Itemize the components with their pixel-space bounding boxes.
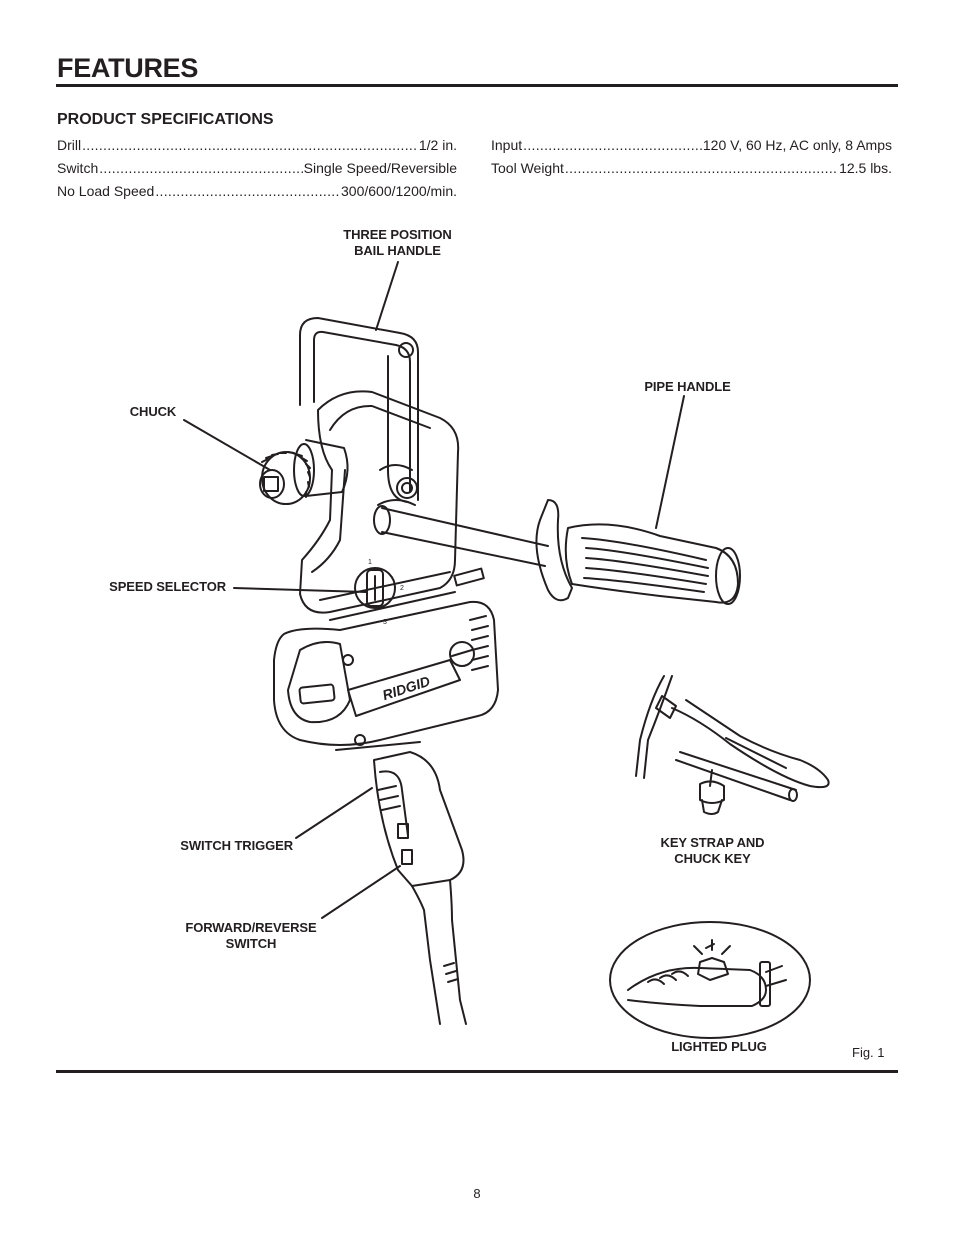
bottom-divider	[56, 1070, 898, 1073]
spec-name: Switch	[57, 160, 99, 176]
spec-list-right: Input 120 V, 60 Hz, AC only, 8 Amps Tool…	[491, 134, 892, 180]
page-title: FEATURES	[57, 53, 199, 83]
callout-switch-trigger: SWITCH TRIGGER	[180, 838, 293, 853]
grip-part	[373, 751, 467, 1025]
spec-value: Single Speed/Reversible	[303, 160, 457, 176]
figure-label: Fig. 1	[852, 1045, 885, 1060]
chuck-part	[259, 439, 349, 505]
leader-lines	[183, 261, 685, 919]
selector-mark: 1	[368, 559, 372, 566]
spec-row: Input 120 V, 60 Hz, AC only, 8 Amps	[491, 134, 892, 157]
spec-value: 120 V, 60 Hz, AC only, 8 Amps	[702, 137, 892, 153]
lighted-plug-part	[609, 921, 811, 1039]
selector-mark: 2	[400, 585, 404, 592]
spec-row: Drill 1/2 in.	[57, 134, 457, 157]
callout-lighted-plug: LIGHTED PLUG	[671, 1039, 767, 1054]
motor-housing-part	[273, 600, 499, 751]
callout-line: BAIL HANDLE	[354, 243, 441, 258]
callout-line: FORWARD/REVERSE	[185, 920, 317, 935]
callout-chuck: CHUCK	[129, 404, 177, 419]
spec-name: Drill	[57, 137, 82, 153]
callout-speed-selector: SPEED SELECTOR	[109, 579, 226, 594]
spec-name: Tool Weight	[491, 160, 564, 176]
speed-selector-part	[354, 567, 396, 609]
spec-row: No Load Speed 300/600/1200/min.	[57, 180, 457, 203]
gear-head-part	[299, 390, 485, 621]
callout-line: SWITCH	[225, 936, 277, 951]
page-number: 8	[473, 1186, 481, 1201]
selector-mark: 3	[383, 619, 387, 626]
spec-name: No Load Speed	[57, 183, 155, 199]
section-heading: PRODUCT SPECIFICATIONS	[57, 111, 274, 128]
spec-list-left: Drill 1/2 in. Switch Single Speed/Reversi…	[57, 134, 457, 203]
callout-line: KEY STRAP AND	[660, 835, 765, 850]
callout-line: THREE POSITION	[343, 227, 452, 242]
spec-row: Switch Single Speed/Reversible	[57, 157, 457, 180]
spec-value: 1/2 in.	[418, 137, 457, 153]
callout-line: CHUCK KEY	[674, 851, 751, 866]
pipe-handle-part	[373, 499, 741, 605]
title-divider	[56, 84, 898, 87]
key-strap-part	[635, 675, 830, 815]
spec-value: 12.5 lbs.	[839, 160, 892, 176]
spec-row: Tool Weight 12.5 lbs.	[491, 157, 892, 180]
spec-value: 300/600/1200/min.	[341, 183, 457, 199]
spec-name: Input	[491, 137, 523, 153]
callout-pipe-handle: PIPE HANDLE	[644, 379, 731, 394]
